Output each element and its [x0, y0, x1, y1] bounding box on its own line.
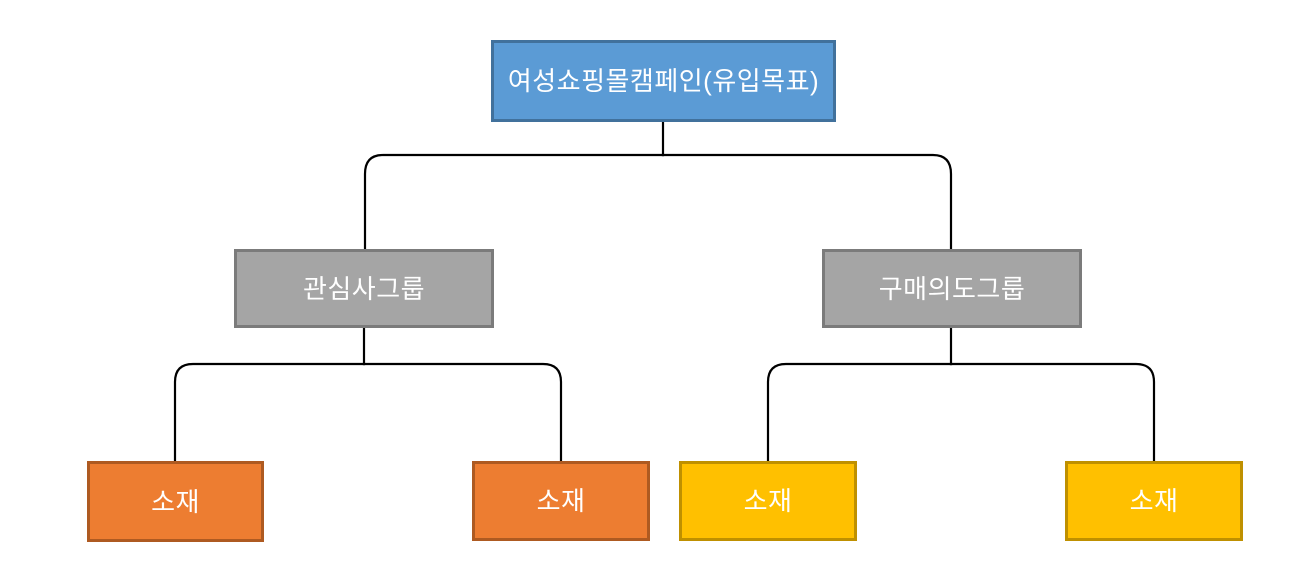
connector-group1-to-creative2 [362, 362, 563, 464]
connector-group2-to-creative3 [766, 362, 953, 464]
connector-group1-to-creative1 [173, 362, 366, 464]
node-purchase-intent-group: 구매의도그룹 [822, 249, 1082, 328]
connector-root-to-group1 [363, 153, 665, 252]
node-creative-4: 소재 [1065, 461, 1243, 541]
node-creative-3: 소재 [679, 461, 857, 541]
node-creative-1: 소재 [87, 461, 264, 542]
connector-group2-to-creative4 [949, 362, 1156, 464]
node-interest-group: 관심사그룹 [234, 249, 494, 328]
node-campaign: 여성쇼핑몰캠페인(유입목표) [491, 40, 836, 122]
connector-root-to-group2 [661, 153, 953, 252]
node-creative-2: 소재 [472, 461, 650, 541]
